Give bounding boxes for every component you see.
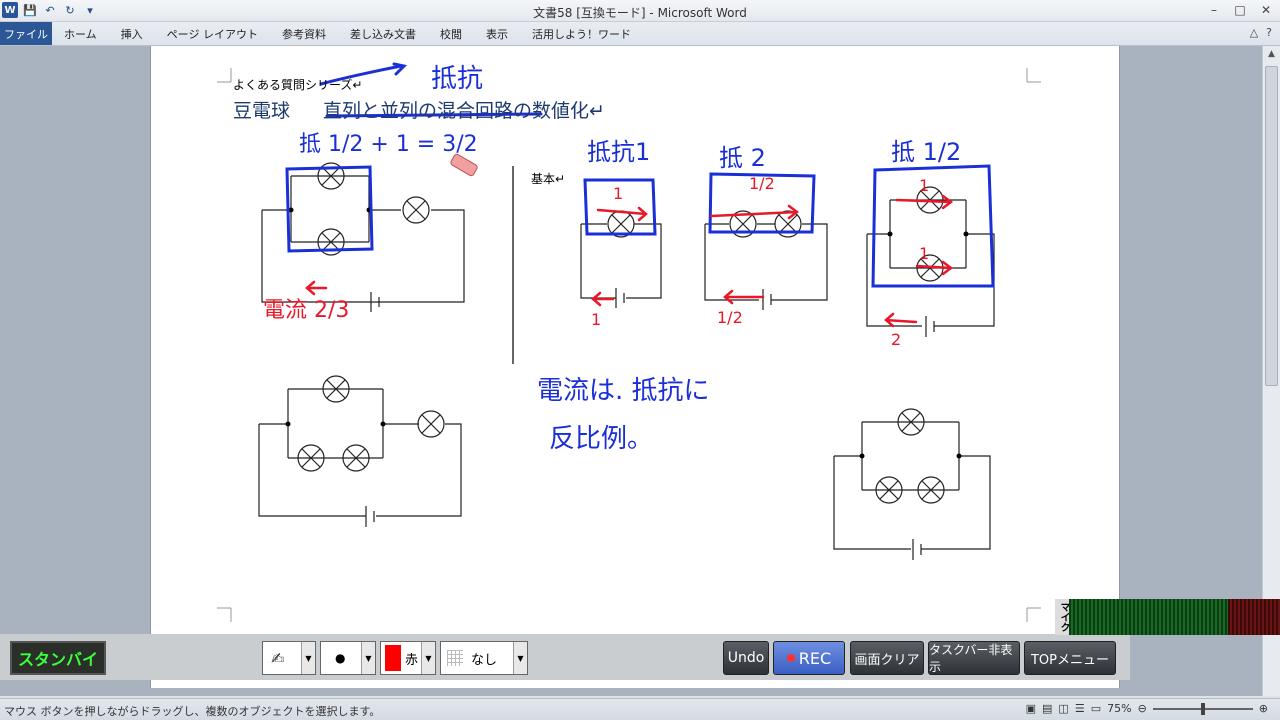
view-outline-icon[interactable]: ☰ (1074, 702, 1085, 715)
red-ink-marks (305, 194, 954, 328)
zoom-level[interactable]: 75% (1107, 702, 1132, 715)
pen-size-select[interactable]: ● ▼ (320, 641, 376, 675)
hw-rule-line-2: 反比例。 (549, 424, 654, 454)
window-title: 文書58 [互換モード] - Microsoft Word (533, 6, 747, 20)
word-app-icon[interactable]: W (2, 2, 18, 18)
tab-file[interactable]: ファイル (0, 22, 52, 45)
hw-current-value: 1/2 (717, 308, 743, 327)
rec-button[interactable]: REC (773, 641, 845, 675)
title-word: 豆電球 (233, 100, 291, 122)
grid-select[interactable]: なし ▼ (440, 641, 528, 675)
circuit-basic-parallel (866, 186, 995, 337)
circuit-bottom-left (258, 375, 462, 527)
title-bar: W 💾 ↶ ↻ ▾ 文書58 [互換モード] - Microsoft Word … (0, 0, 1280, 22)
chevron-down-icon: ▼ (421, 642, 435, 674)
hw-resist-half: 抵 1/2 (891, 138, 962, 166)
page-title: 直列と並列の混合回路の数値化↵ (323, 100, 605, 122)
status-bar: マウス ボタンを押しながらドラッグし、複数のオブジェクトを選択します。 ▣ ▤ … (0, 698, 1280, 720)
close-button[interactable]: ✕ (1260, 3, 1272, 17)
dot-size-label: ● (335, 651, 346, 665)
document-page[interactable]: よくある質問シリーズ↵ 豆電球 直列と並列の混合回路の数値化↵ 基本↵ 抵抗 抵… (150, 46, 1120, 688)
standby-indicator: スタンバイ (10, 641, 106, 675)
circuit-basic-1 (580, 210, 662, 308)
hw-top-resist: 抵抗 (431, 64, 484, 94)
hw-current-label: 電流 2/3 (263, 298, 350, 323)
grid-icon (447, 650, 463, 666)
grid-label: なし (471, 652, 498, 668)
hw-current-value: 2 (891, 330, 902, 349)
chevron-down-icon: ▼ (361, 642, 375, 674)
hw-current-value: 1 (591, 310, 602, 329)
save-icon[interactable]: 💾 (23, 3, 37, 17)
tab-home[interactable]: ホーム (64, 27, 97, 41)
pen-icon: ✍ (271, 648, 285, 668)
view-reading-icon[interactable]: ▤ (1042, 702, 1053, 715)
crop-marks (217, 68, 1041, 622)
quick-access-toolbar: W 💾 ↶ ↻ ▾ (2, 2, 98, 18)
scroll-thumb[interactable] (1265, 66, 1278, 386)
color-label: 赤 (405, 652, 419, 668)
hw-resist-1: 抵抗1 (587, 138, 651, 166)
blue-ink-marks (285, 62, 995, 288)
zoom-slider[interactable] (1152, 702, 1253, 715)
zoom-out-icon[interactable]: ⊖ (1137, 702, 1147, 715)
status-message: マウス ボタンを押しながらドラッグし、複数のオブジェクトを選択します。 (4, 705, 381, 718)
view-web-icon[interactable]: ◫ (1058, 702, 1069, 715)
rec-label: REC (798, 648, 832, 668)
minimize-button[interactable]: – (1211, 3, 1217, 17)
kihon-label: 基本↵ (531, 172, 566, 186)
window-controls: – □ ✕ (1204, 1, 1276, 19)
ribbon-tabs: ファイル ホーム 挿入 ページ レイアウト 参考資料 差し込み文書 校閲 表示 … (0, 22, 1280, 46)
maximize-button[interactable]: □ (1234, 3, 1246, 17)
pen-color-select[interactable]: 赤 ▼ (380, 641, 436, 675)
ribbon-right-controls: △ ? (1250, 26, 1272, 39)
hw-resist-equation: 抵 1/2 + 1 = 3/2 (299, 132, 478, 157)
hw-rule-line-1: 電流は. 抵抗に (537, 376, 710, 406)
hw-branch-value: 1 (613, 184, 624, 203)
view-print-layout-icon[interactable]: ▣ (1025, 702, 1037, 715)
hw-branch-value: 1 (919, 244, 930, 263)
document-area: よくある質問シリーズ↵ 豆電球 直列と並列の混合回路の数値化↵ 基本↵ 抵抗 抵… (0, 46, 1262, 696)
mic-label: マイク (1055, 599, 1069, 635)
chevron-down-icon: ▼ (513, 642, 527, 674)
view-draft-icon[interactable]: ▭ (1090, 702, 1102, 715)
pen-style-select[interactable]: ✍ ▼ (262, 641, 316, 675)
series-heading: よくある質問シリーズ↵ (233, 78, 363, 92)
circuit-bottom-right (833, 408, 991, 560)
chevron-down-icon: ▼ (301, 642, 315, 674)
pen-cursor-icon (450, 153, 478, 177)
circuit-basic-2 (704, 210, 828, 310)
hw-resist-2: 抵 2 (719, 144, 766, 172)
tab-page-layout[interactable]: ページ レイアウト (166, 27, 258, 41)
tab-insert[interactable]: 挿入 (120, 27, 143, 41)
redo-icon[interactable]: ↻ (65, 3, 75, 17)
mic-meter-bar (1069, 599, 1280, 635)
hw-branch-value: 1 (919, 176, 930, 195)
hw-branch-value: 1/2 (749, 174, 775, 193)
top-menu-button[interactable]: TOPメニュー (1024, 641, 1116, 675)
hide-taskbar-button[interactable]: タスクバー非表示 (928, 641, 1020, 675)
help-icon[interactable]: ? (1266, 26, 1272, 39)
tab-addin[interactable]: 活用しよう！ワード (531, 27, 631, 41)
page-drawing-canvas (217, 62, 1041, 622)
undo-icon[interactable]: ↶ (45, 3, 55, 17)
record-dot-icon (786, 654, 795, 662)
tab-references[interactable]: 参考資料 (281, 27, 326, 41)
color-swatch (385, 645, 401, 671)
circuit-1 (261, 162, 465, 312)
recording-toolbar: スタンバイ ✍ ▼ ● ▼ 赤 ▼ なし ▼ Undo REC 画面クリア タス… (0, 634, 1130, 680)
customize-qat-icon[interactable]: ▾ (87, 3, 93, 17)
undo-button[interactable]: Undo (723, 641, 769, 675)
tab-review[interactable]: 校閲 (439, 27, 462, 41)
ribbon-collapse-icon[interactable]: △ (1249, 26, 1259, 39)
clear-screen-button[interactable]: 画面クリア (850, 641, 924, 675)
tab-view[interactable]: 表示 (485, 27, 508, 41)
vertical-scrollbar[interactable]: ▲ (1262, 46, 1280, 696)
status-right: ▣ ▤ ◫ ☰ ▭ 75% ⊖ ⊕ (1026, 702, 1268, 715)
mic-level-meter: マイク (1055, 599, 1280, 635)
tab-mailings[interactable]: 差し込み文書 (349, 27, 416, 41)
zoom-in-icon[interactable]: ⊕ (1258, 702, 1268, 715)
scroll-up-icon[interactable]: ▲ (1268, 49, 1275, 59)
